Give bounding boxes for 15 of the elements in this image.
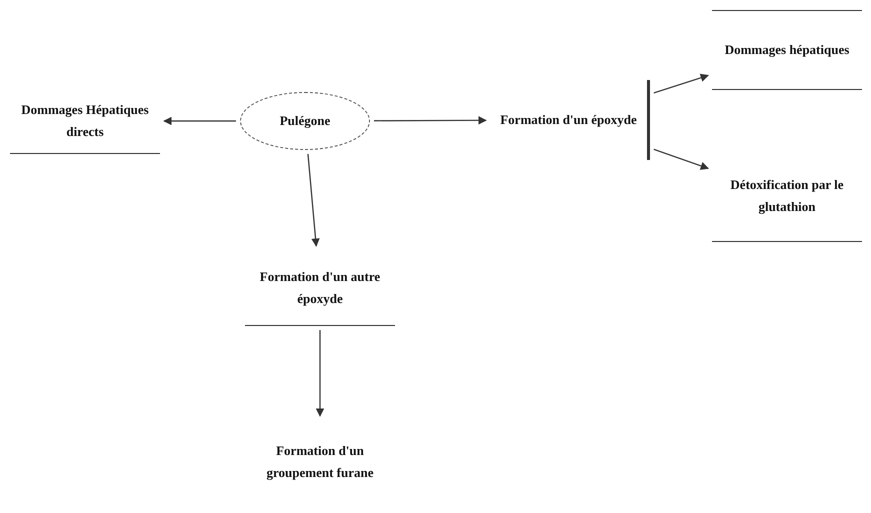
node-text: Formation d'un époxyde — [500, 111, 637, 129]
node-text: Formation d'un groupement furane — [265, 442, 374, 482]
node-text: Formation d'un autre époxyde — [258, 268, 382, 308]
arrow — [163, 116, 236, 126]
node-text: Dommages Hépatiques directs — [20, 100, 150, 140]
node-text: Dommages hépatiques — [724, 41, 850, 59]
arrow — [307, 154, 320, 247]
arrow — [654, 148, 710, 170]
process-box — [712, 10, 862, 90]
node-text: Pulégone — [280, 112, 330, 130]
arrow — [316, 330, 324, 417]
arrow — [654, 74, 709, 94]
ellipse-node — [240, 92, 370, 150]
node-text: Détoxification par le glutathion — [729, 176, 845, 216]
arrow — [374, 116, 487, 125]
